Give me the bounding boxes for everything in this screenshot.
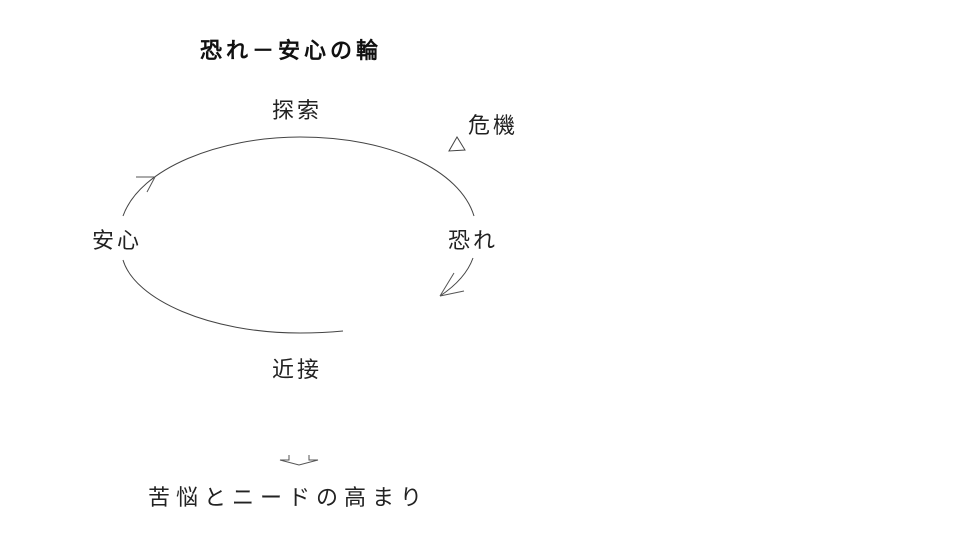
arrowhead-up-icon	[136, 176, 156, 193]
right-descending-arc	[439, 257, 474, 297]
node-explore: 探索	[272, 99, 323, 124]
arrowhead-down-left-icon	[439, 272, 465, 297]
node-approach: 近接	[272, 358, 323, 383]
down-arrow-icon	[279, 455, 319, 466]
result-label: 苦悩とニードの高まり	[148, 486, 429, 511]
triangle-outline-icon	[448, 136, 466, 152]
lower-cycle-arc	[122, 259, 344, 334]
node-fear: 恐れ	[448, 229, 499, 254]
upper-cycle-arc	[122, 136, 475, 217]
node-safety: 安心	[92, 229, 143, 254]
diagram-title: 恐れ－安心の輪	[200, 39, 383, 64]
trigger-crisis: 危機	[468, 114, 519, 139]
